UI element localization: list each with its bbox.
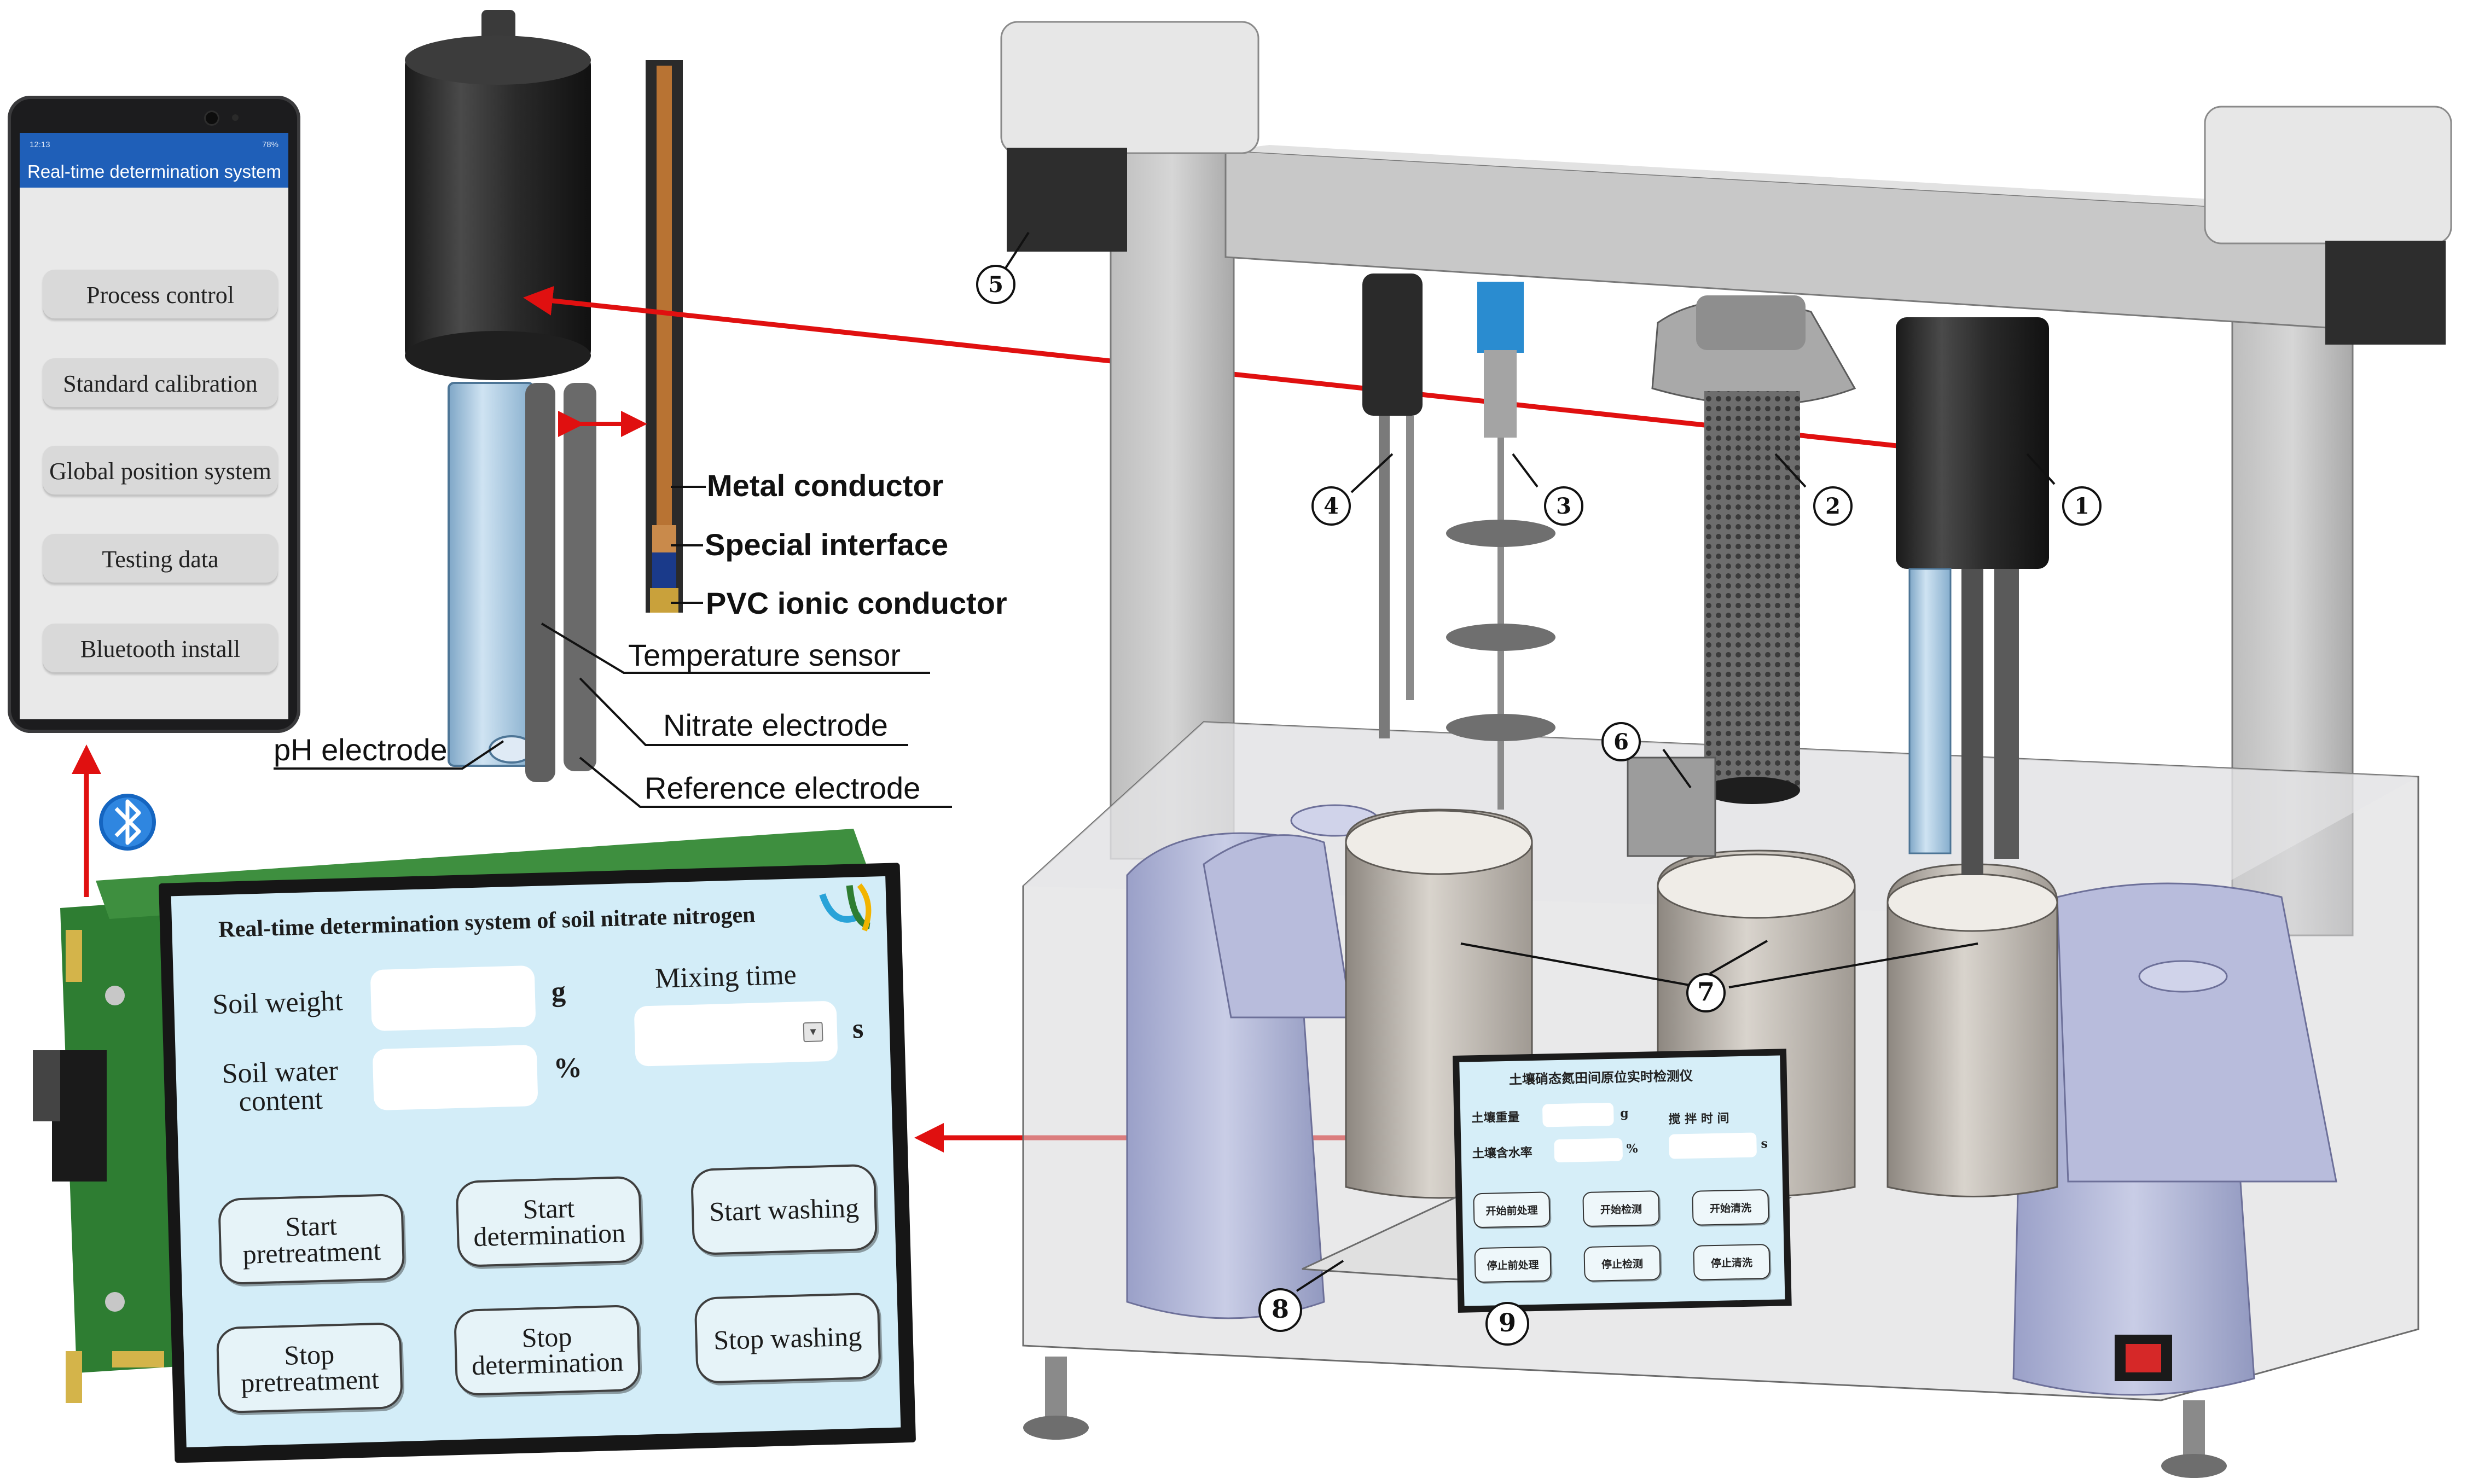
device-leaders	[1005, 231, 2056, 1314]
label-metal-conductor: Metal conductor	[707, 468, 944, 503]
menu-testing-data[interactable]: Testing data	[43, 534, 278, 584]
device-screen: 土壤硝态氮田间原位实时检测仪 土壤重量 g 土壤含水率 % 搅 拌 时 间 s …	[1453, 1049, 1792, 1313]
device-stop-detection-button[interactable]: 停止检测	[1583, 1245, 1661, 1282]
soil-water-unit: %	[553, 1052, 583, 1084]
device-soil-water-input[interactable]	[1554, 1138, 1623, 1163]
device-mixing-time-unit: s	[1761, 1136, 1768, 1151]
dropdown-icon[interactable]: ▾	[803, 1022, 823, 1043]
electrode-assembly	[405, 10, 596, 782]
status-battery: 78%	[262, 139, 278, 149]
label-pvc-ionic-conductor: PVC ionic conductor	[706, 586, 1007, 620]
menu-process-control[interactable]: Process control	[43, 270, 278, 320]
smartphone: 12:13 78% Real-time determination system…	[8, 96, 300, 733]
controller-panel: Real-time determination system of soil n…	[159, 863, 916, 1463]
device-soil-weight-unit: g	[1620, 1106, 1629, 1121]
start-determination-button[interactable]: Start determination	[455, 1175, 643, 1268]
electrode-cross-section	[646, 60, 683, 613]
logo-icon	[819, 883, 872, 932]
device-start-detection-button[interactable]: 开始检测	[1582, 1190, 1660, 1227]
device-soil-weight-input[interactable]	[1542, 1102, 1614, 1127]
phone-status-bar: 12:13 78%	[20, 133, 288, 156]
device-stop-washing-button[interactable]: 停止清洗	[1693, 1243, 1771, 1281]
device-soil-water-unit: %	[1626, 1141, 1638, 1156]
device-mixing-time-select[interactable]	[1669, 1132, 1757, 1159]
device-screen-title: 土壤硝态氮田间原位实时检测仪	[1508, 1067, 1693, 1087]
camera-icon	[206, 112, 218, 124]
label-nitrate-electrode: Nitrate electrode	[663, 708, 888, 742]
controller-screen: Real-time determination system of soil n…	[171, 876, 901, 1447]
menu-global-position-system[interactable]: Global position system	[43, 446, 278, 496]
soil-weight-label: Soil weight	[212, 985, 344, 1021]
controller-title: Real-time determination system of soil n…	[218, 902, 756, 942]
menu-bluetooth-install[interactable]: Bluetooth install	[43, 624, 278, 674]
sensor-icon	[232, 114, 239, 121]
mixing-time-select[interactable]: ▾	[634, 1000, 838, 1067]
phone-app-title: Real-time determination system	[20, 156, 288, 188]
stop-determination-button[interactable]: Stop determination	[453, 1304, 641, 1396]
bluetooth-icon	[99, 794, 156, 851]
mixing-time-unit: s	[852, 1013, 864, 1045]
device-start-washing-button[interactable]: 开始清洗	[1692, 1189, 1769, 1226]
soil-weight-unit: g	[551, 976, 566, 1008]
label-ph-electrode: pH electrode	[274, 732, 448, 767]
device-soil-water-label: 土壤含水率	[1472, 1145, 1533, 1161]
start-washing-button[interactable]: Start washing	[690, 1163, 878, 1256]
start-pretreatment-button[interactable]: Start pretreatment	[218, 1193, 405, 1285]
device-stop-pretreatment-button[interactable]: 停止前处理	[1474, 1246, 1552, 1283]
soil-water-label: Soil water content	[221, 1055, 339, 1118]
device-mixing-time-label: 搅 拌 时 间	[1668, 1111, 1729, 1127]
menu-standard-calibration[interactable]: Standard calibration	[43, 358, 278, 409]
phone-screen: 12:13 78% Real-time determination system…	[20, 133, 288, 719]
stop-washing-button[interactable]: Stop washing	[694, 1292, 881, 1384]
device-screen-display: 土壤硝态氮田间原位实时检测仪 土壤重量 g 土壤含水率 % 搅 拌 时 间 s …	[1459, 1055, 1785, 1306]
device-soil-weight-label: 土壤重量	[1471, 1110, 1520, 1126]
label-reference-electrode: Reference electrode	[645, 771, 921, 805]
mixing-time-label: Mixing time	[654, 959, 797, 994]
device-start-pretreatment-button[interactable]: 开始前处理	[1473, 1191, 1551, 1229]
soil-water-input[interactable]	[372, 1044, 538, 1111]
stop-pretreatment-button[interactable]: Stop pretreatment	[216, 1322, 403, 1414]
label-special-interface: Special interface	[705, 527, 949, 562]
soil-weight-input[interactable]	[370, 965, 536, 1032]
electrode-leaders	[274, 486, 952, 808]
status-time: 12:13	[30, 139, 50, 149]
label-temperature-sensor: Temperature sensor	[628, 638, 901, 672]
